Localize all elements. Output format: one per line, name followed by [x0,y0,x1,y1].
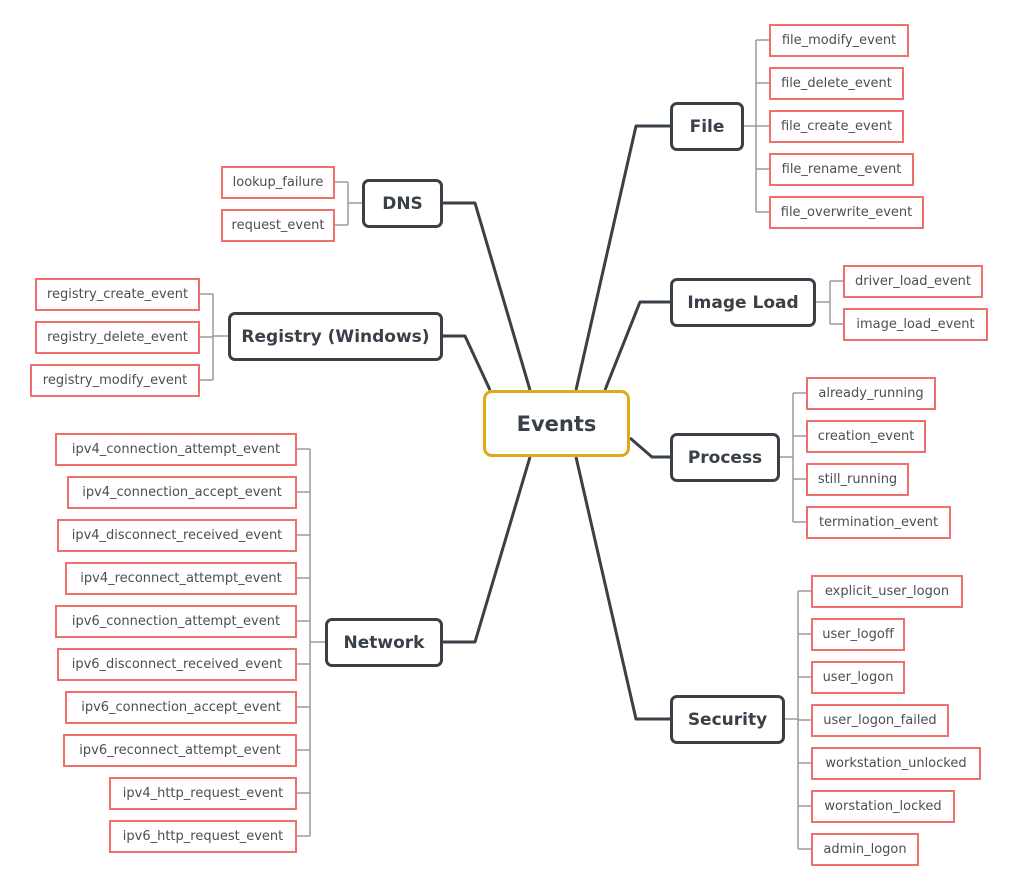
connector-dns [443,201,532,391]
leaf-driver-load-event[interactable]: driver_load_event [843,265,983,298]
leaf-ipv6-connection-attempt-event[interactable]: ipv6_connection_attempt_event [55,605,297,638]
central-node-events[interactable]: Events [483,390,630,457]
leaf-registry-delete-event[interactable]: registry_delete_event [35,321,200,354]
leaf-ipv4-reconnect-attempt-event[interactable]: ipv4_reconnect_attempt_event [65,562,297,595]
leaf-still-running[interactable]: still_running [806,463,909,496]
connector-registry [443,334,492,391]
connector-security [574,456,670,721]
leaf-creation-event[interactable]: creation_event [806,420,926,453]
leaf-file-create-event[interactable]: file_create_event [769,110,904,143]
connector-file [574,124,670,391]
branch-dns[interactable]: DNS [362,179,443,228]
leaf-ipv4-disconnect-received-event[interactable]: ipv4_disconnect_received_event [57,519,297,552]
leaf-ipv6-connection-accept-event[interactable]: ipv6_connection_accept_event [65,691,297,724]
leaf-registry-create-event[interactable]: registry_create_event [35,278,200,311]
leaf-ipv6-reconnect-attempt-event[interactable]: ipv6_reconnect_attempt_event [63,734,297,767]
leaf-user-logoff[interactable]: user_logoff [811,618,905,651]
leaf-workstation-unlocked[interactable]: workstation_unlocked [811,747,981,780]
leaf-already-running[interactable]: already_running [806,377,936,410]
connector-network [443,456,532,644]
leaf-image-load-event[interactable]: image_load_event [843,308,988,341]
leaf-user-logon-failed[interactable]: user_logon_failed [811,704,949,737]
branch-registry-windows[interactable]: Registry (Windows) [228,312,443,361]
leaf-file-overwrite-event[interactable]: file_overwrite_event [769,196,924,229]
leaf-file-rename-event[interactable]: file_rename_event [769,153,914,186]
leaf-file-delete-event[interactable]: file_delete_event [769,67,904,100]
leaf-explicit-user-logon[interactable]: explicit_user_logon [811,575,963,608]
leaf-ipv4-http-request-event[interactable]: ipv4_http_request_event [109,777,297,810]
branch-network[interactable]: Network [325,618,443,667]
connector-image-load [603,300,670,391]
connector-process [629,436,670,459]
leaf-ipv6-http-request-event[interactable]: ipv6_http_request_event [109,820,297,853]
branch-file[interactable]: File [670,102,744,151]
leaf-admin-logon[interactable]: admin_logon [811,833,919,866]
leaf-file-modify-event[interactable]: file_modify_event [769,24,909,57]
branch-process[interactable]: Process [670,433,780,482]
leaf-lookup-failure[interactable]: lookup_failure [221,166,335,199]
leaf-request-event[interactable]: request_event [221,209,335,242]
leaf-termination-event[interactable]: termination_event [806,506,951,539]
leaf-ipv6-disconnect-received-event[interactable]: ipv6_disconnect_received_event [57,648,297,681]
branch-security[interactable]: Security [670,695,785,744]
leaf-user-logon[interactable]: user_logon [811,661,905,694]
branch-image-load[interactable]: Image Load [670,278,816,327]
leaf-ipv4-connection-attempt-event[interactable]: ipv4_connection_attempt_event [55,433,297,466]
leaf-ipv4-connection-accept-event[interactable]: ipv4_connection_accept_event [67,476,297,509]
leaf-registry-modify-event[interactable]: registry_modify_event [30,364,200,397]
leaf-worstation-locked[interactable]: worstation_locked [811,790,955,823]
